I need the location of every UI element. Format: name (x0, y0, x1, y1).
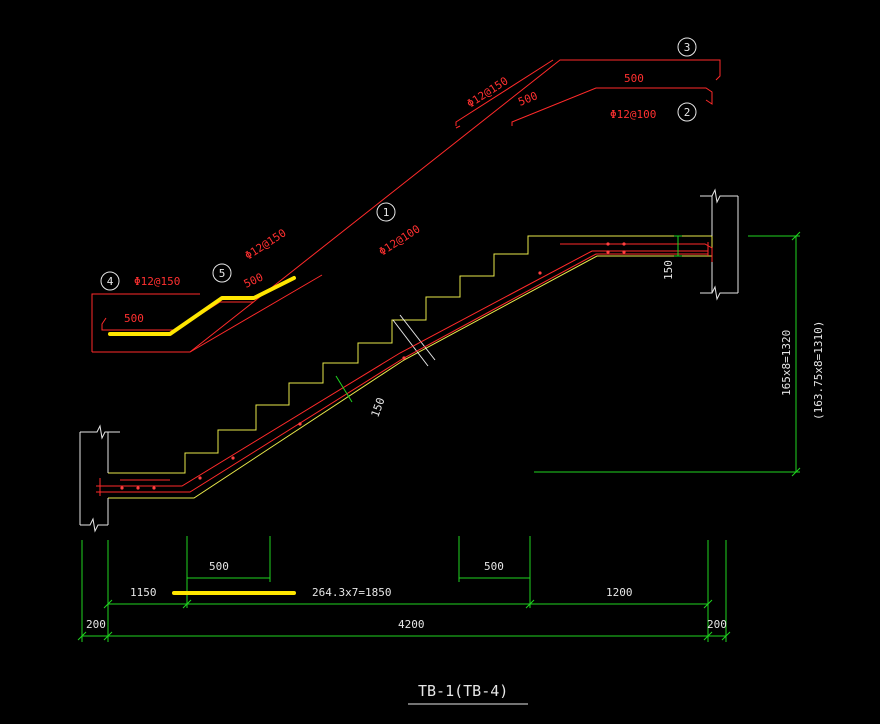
tag-rebar-2: 2 (677, 102, 697, 122)
dim-right-200: 200 (707, 618, 727, 631)
rebar-5-highlight (108, 276, 296, 336)
rebar-2-shape (511, 87, 713, 126)
svg-text:150: 150 (369, 396, 388, 419)
dim-steps: 264.3x7=1850 (312, 586, 391, 599)
rebar-2-len: 500 (624, 72, 644, 85)
stair-concrete-outline (108, 235, 713, 499)
rebar-5-spec: Φ12@150 (243, 226, 289, 262)
wall-right (700, 188, 739, 301)
rebar-1-spec: Φ12@100 (377, 222, 423, 258)
dim-height-alt: (163.75x8=1310) (812, 321, 825, 420)
rebar-dots (120, 242, 626, 490)
tag-rebar-3: 3 (677, 37, 697, 57)
dim-left-200: 200 (86, 618, 106, 631)
dim-height: 165x8=1320 (163.75x8=1310) (534, 231, 825, 477)
dim-row-500: 500 500 (186, 536, 531, 608)
tag-rebar-5: 5 (212, 263, 232, 283)
rebar-5-len: 500 (242, 271, 266, 291)
dim-row-total: 200 4200 200 (77, 540, 731, 642)
rebar-3-shape (455, 59, 554, 126)
rebar-4-shape (101, 301, 254, 331)
stair-soffit (108, 255, 712, 499)
dim-height-main: 165x8=1320 (780, 330, 793, 396)
rebar-4-len: 500 (124, 312, 144, 325)
tag-rebar-1: 1 (376, 202, 396, 222)
dim-upper-500: 500 (484, 560, 504, 573)
tag-rebar-1-label: 1 (383, 206, 390, 219)
stair-profile-upper (108, 235, 712, 474)
tag-rebar-5-label: 5 (219, 267, 226, 280)
dim-right-1200: 1200 (606, 586, 633, 599)
section-break-marker (392, 314, 436, 367)
dim-left-1150: 1150 (130, 586, 157, 599)
bottom-rebar (96, 242, 713, 496)
tag-rebar-2-label: 2 (684, 106, 691, 119)
svg-text:150: 150 (662, 260, 675, 280)
dim-total-4200: 4200 (398, 618, 425, 631)
dim-slab-incline: 150 (335, 375, 388, 419)
rebar-4-spec: Φ12@150 (134, 275, 180, 288)
rebar-2-spec: Φ12@100 (610, 108, 656, 121)
drawing-title: TB-1(TB-4) (408, 682, 528, 705)
tag-rebar-4-label: 4 (107, 275, 114, 288)
dim-lower-500: 500 (209, 560, 229, 573)
rebar-1-long (189, 59, 721, 353)
dim-slab-top: 150 (662, 235, 682, 280)
drawing-title-text: TB-1(TB-4) (418, 682, 508, 700)
tag-rebar-3-label: 3 (684, 41, 691, 54)
rebar-3-hook (455, 125, 461, 129)
tag-rebar-4: 4 (100, 271, 120, 291)
wall-left (79, 424, 120, 533)
